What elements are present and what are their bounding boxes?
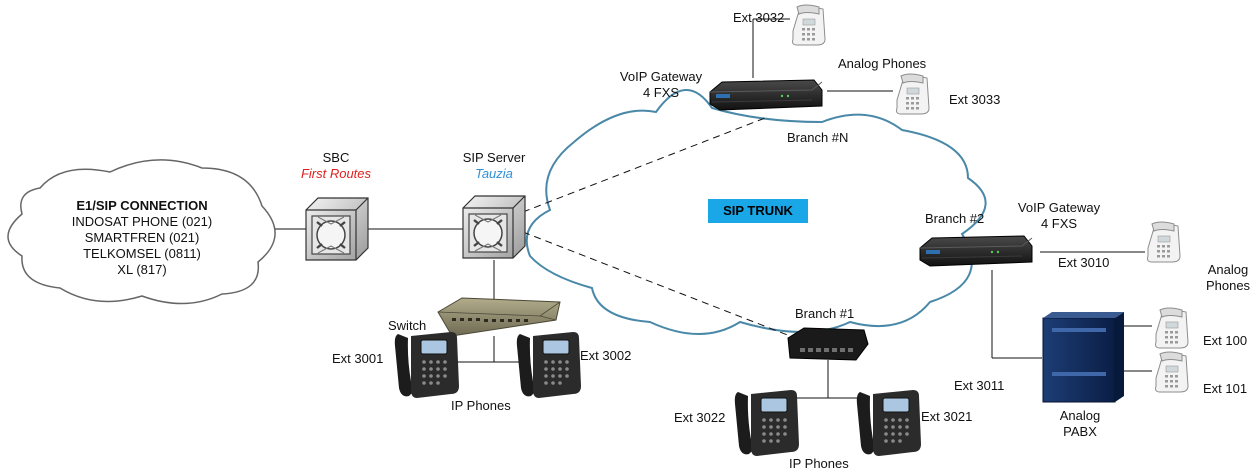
sip-server-icon (461, 194, 527, 260)
voip-gateway-icon (919, 235, 1033, 267)
gateway-subtitle: 4 FXS (1040, 216, 1078, 231)
analog-phone-icon (792, 4, 826, 46)
analog-phone-icon (896, 73, 930, 115)
branch-label: Branch #2 (925, 211, 985, 226)
sbc-title: SBC (322, 150, 350, 165)
ext-label: Ext 3021 (921, 409, 973, 424)
analog-phones-caption: Analog Phones (838, 56, 927, 71)
sip-server-label-box: SIP Server Tauzia (434, 150, 554, 182)
caption-line: Phones (1205, 278, 1251, 293)
sip-server-vendor: Tauzia (475, 166, 513, 181)
network-switch-icon (787, 327, 869, 361)
carrier-line: XL (817) (117, 262, 167, 277)
pabx-caption-box: Analog PABX (1040, 408, 1120, 440)
branch-label: Branch #1 (795, 306, 855, 321)
switch-label: Switch (388, 318, 427, 333)
ext-label: Ext 3001 (332, 351, 384, 366)
gateway-title: VoIP Gateway (1017, 200, 1101, 215)
sbc-vendor: First Routes (300, 166, 372, 181)
ext-label: Ext 3033 (949, 92, 1001, 107)
analog-phone-icon (1147, 221, 1181, 263)
ip-phone-icon (516, 331, 582, 399)
e1-cloud-icon (7, 159, 276, 305)
carrier-line: TELKOMSEL (0811) (83, 246, 201, 261)
ip-phone-icon (734, 389, 800, 457)
analog-phones-caption-box: Analog Phones (1198, 262, 1258, 294)
sbc-server-icon (304, 196, 370, 262)
gateway-subtitle: 4 FXS (642, 85, 680, 100)
caption-line: PABX (1063, 424, 1097, 439)
voip-gateway-icon (709, 79, 823, 111)
gateway-label-box: VoIP Gateway 4 FXS (606, 69, 716, 101)
e1-connection-box: E1/SIP CONNECTION INDOSAT PHONE (021) SM… (52, 198, 232, 278)
analog-phone-icon (1155, 307, 1189, 349)
e1-title: E1/SIP CONNECTION (76, 198, 208, 213)
ext-label: Ext 101 (1203, 381, 1248, 396)
ext-label: Ext 3022 (674, 410, 726, 425)
caption-line: Analog (1059, 408, 1101, 423)
branch-label: Branch #N (787, 130, 849, 145)
sip-server-title: SIP Server (462, 150, 526, 165)
sbc-label-box: SBC First Routes (286, 150, 386, 182)
ip-phones-caption: IP Phones (451, 398, 511, 413)
carrier-line: INDOSAT PHONE (021) (71, 214, 213, 229)
sip-trunk-badge: SIP TRUNK (708, 199, 808, 223)
ext-label: Ext 3002 (580, 348, 632, 363)
analog-phone-icon (1155, 351, 1189, 393)
trunk-links (522, 117, 791, 337)
ext-label: Ext 3010 (1058, 255, 1110, 270)
caption-line: Analog (1207, 262, 1249, 277)
ip-phone-icon (856, 389, 922, 457)
ext-label: Ext 3032 (733, 10, 785, 25)
ext-label: Ext 100 (1203, 333, 1248, 348)
ext-label: Ext 3011 (954, 378, 1005, 393)
ip-phone-icon (394, 331, 460, 399)
gateway-label-box: VoIP Gateway 4 FXS (1004, 200, 1114, 232)
ip-phones-caption: IP Phones (789, 456, 849, 471)
network-switch-icon (437, 297, 561, 337)
carrier-line: SMARTFREN (021) (84, 230, 200, 245)
gateway-title: VoIP Gateway (619, 69, 703, 84)
pabx-icon (1042, 312, 1124, 403)
